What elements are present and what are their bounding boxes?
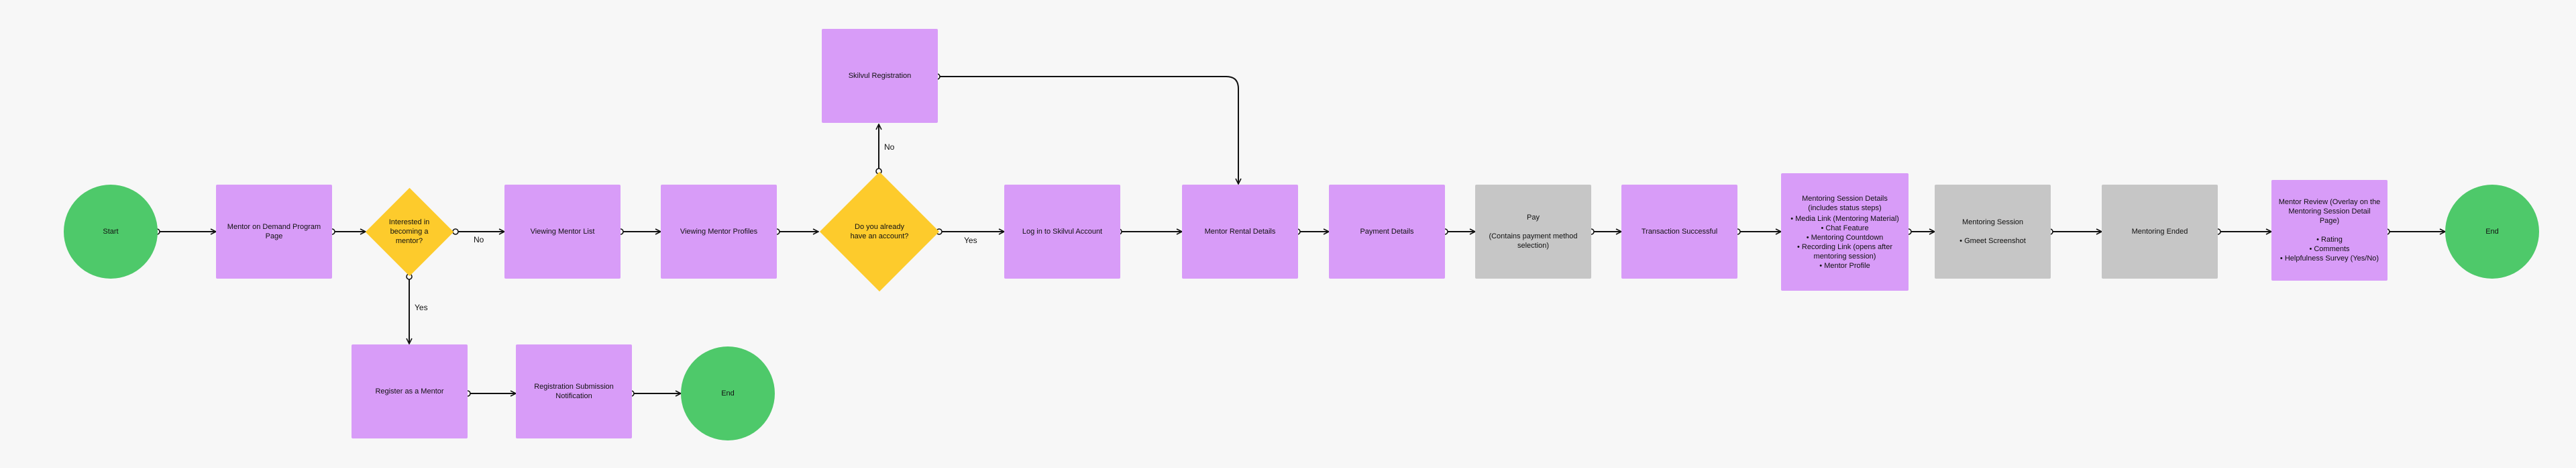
skilvul-registration-node[interactable]: Skilvul Registration — [822, 29, 938, 123]
registration-notification-label: Registration Submission Notification — [534, 383, 614, 400]
mentor-on-demand-node[interactable]: Mentor on Demand Program Page — [216, 185, 332, 279]
list-item: Helpfulness Survey (Yes/No) — [2280, 254, 2379, 263]
viewing-mentor-profiles-label: Viewing Mentor Profiles — [680, 228, 758, 236]
login-skilvul-label: Log in to Skilvul Account — [1022, 228, 1103, 236]
mentor-on-demand-label: Mentor on Demand Program Page — [227, 223, 321, 240]
interested-decision-label: Interested in becoming a mentor? — [388, 218, 430, 245]
start-node[interactable]: Start — [64, 185, 158, 279]
skilvul-registration-label: Skilvul Registration — [848, 72, 912, 80]
mentor-review-node[interactable]: Mentor Review (Overlay on the Mentoring … — [2271, 180, 2387, 281]
list-item: Mentor Profile — [1788, 261, 1902, 271]
mentoring-session-list: Gmeet Screenshot — [1960, 236, 2026, 246]
end-node-main[interactable]: End — [2445, 185, 2539, 279]
transaction-successful-node[interactable]: Transaction Successful — [1621, 185, 1737, 279]
end-node-branch[interactable]: End — [681, 346, 775, 440]
register-as-mentor-label: Register as a Mentor — [375, 387, 444, 395]
list-item: Recording Link (opens after mentoring se… — [1788, 242, 1902, 261]
list-item: Gmeet Screenshot — [1960, 236, 2026, 246]
edge-label-no: No — [884, 142, 895, 152]
end-label: End — [2485, 228, 2499, 236]
list-item: Comments — [2280, 244, 2379, 254]
session-details-title: Mentoring Session Details (includes stat… — [1802, 194, 1888, 212]
login-skilvul-node[interactable]: Log in to Skilvul Account — [1004, 185, 1120, 279]
mentor-review-title: Mentor Review (Overlay on the Mentoring … — [2278, 198, 2381, 225]
mentoring-ended-node[interactable]: Mentoring Ended — [2102, 185, 2218, 279]
viewing-mentor-profiles-node[interactable]: Viewing Mentor Profiles — [661, 185, 777, 279]
transaction-successful-label: Transaction Successful — [1641, 228, 1718, 236]
session-details-list: Media Link (Mentoring Material) Chat Fea… — [1788, 214, 1902, 271]
pay-title: Pay — [1527, 214, 1540, 222]
list-item: Rating — [2280, 235, 2379, 244]
payment-details-node[interactable]: Payment Details — [1329, 185, 1445, 279]
mentoring-ended-label: Mentoring Ended — [2131, 228, 2188, 236]
edge-label-no: No — [474, 235, 484, 244]
mentor-review-list: Rating Comments Helpfulness Survey (Yes/… — [2280, 235, 2379, 263]
list-item: Mentoring Countdown — [1788, 233, 1902, 242]
viewing-mentor-list-label: Viewing Mentor List — [530, 228, 595, 236]
mentor-rental-details-node[interactable]: Mentor Rental Details — [1182, 185, 1298, 279]
viewing-mentor-list-node[interactable]: Viewing Mentor List — [504, 185, 621, 279]
pay-node[interactable]: Pay (Contains payment method selection) — [1475, 185, 1591, 279]
mentoring-session-title: Mentoring Session — [1962, 218, 2024, 226]
mentor-rental-details-label: Mentor Rental Details — [1204, 228, 1276, 236]
list-item: Media Link (Mentoring Material) — [1788, 214, 1902, 224]
edge-label-yes: Yes — [964, 236, 977, 245]
pay-subtitle: (Contains payment method selection) — [1489, 232, 1578, 250]
mentoring-session-node[interactable]: Mentoring Session Gmeet Screenshot — [1935, 185, 2051, 279]
start-label: Start — [103, 228, 119, 236]
registration-notification-node[interactable]: Registration Submission Notification — [516, 344, 632, 438]
have-account-decision-label: Do you already have an account? — [850, 223, 909, 240]
mentoring-session-details-node[interactable]: Mentoring Session Details (includes stat… — [1781, 173, 1909, 291]
edge-label-yes: Yes — [415, 303, 428, 312]
payment-details-label: Payment Details — [1360, 228, 1414, 236]
list-item: Chat Feature — [1788, 224, 1902, 233]
register-as-mentor-node[interactable]: Register as a Mentor — [352, 344, 468, 438]
edge-registration-to-rental — [937, 76, 1238, 184]
end-label: End — [721, 389, 735, 397]
